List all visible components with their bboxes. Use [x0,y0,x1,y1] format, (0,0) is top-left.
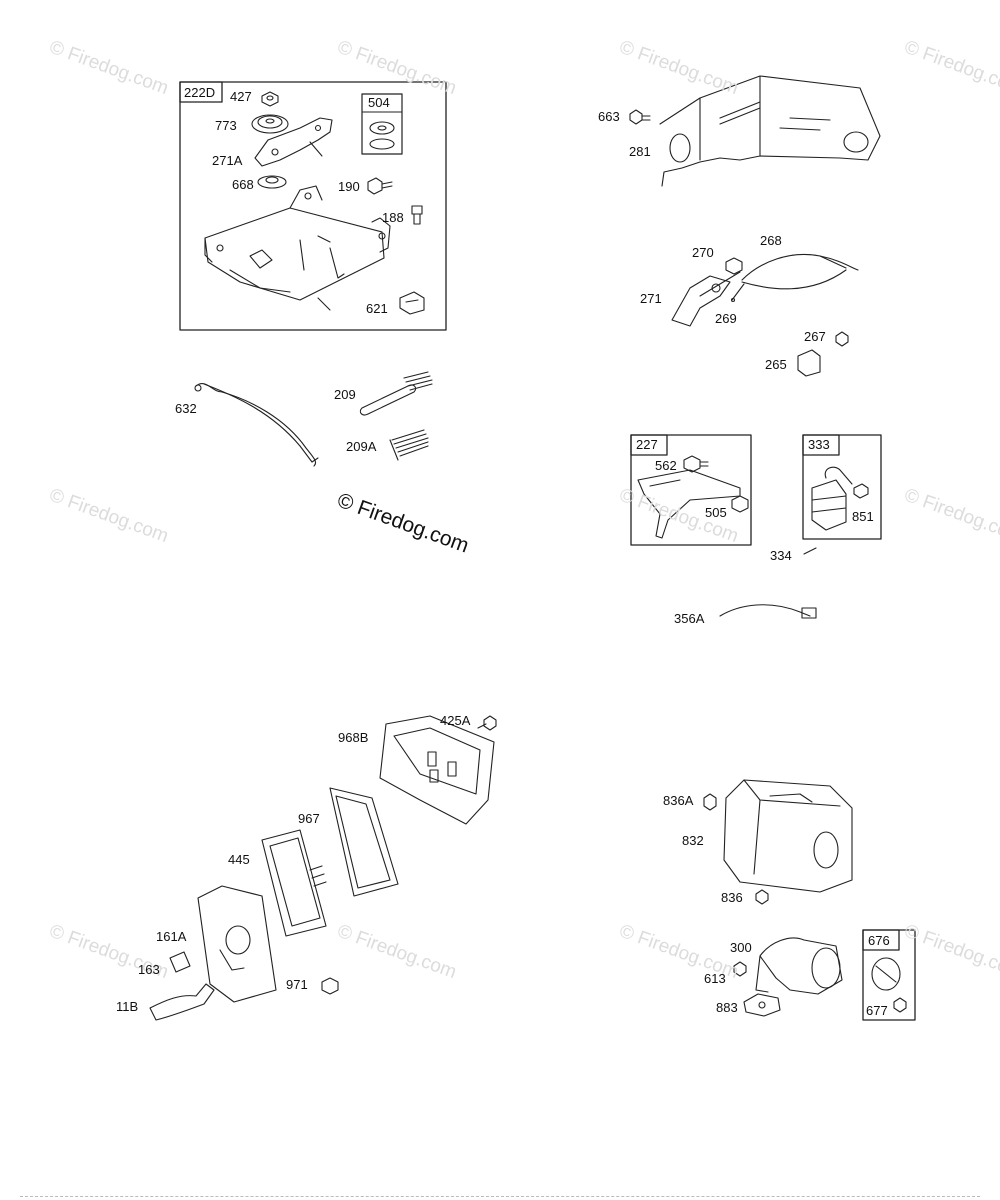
muffler-300 [755,937,843,995]
screw-836 [755,889,769,905]
prefilter-967 [329,787,399,897]
control-bracket [204,185,391,311]
callout-188: 188 [382,210,404,225]
callout-968B: 968B [338,730,369,745]
kit-box-222D [179,81,447,331]
lever-271A [254,117,333,167]
screw-188 [411,205,423,225]
callout-445: 445 [228,852,250,867]
callout-209A: 209A [346,439,377,454]
callout-356A: 356A [674,611,705,626]
bracket-227 [637,469,741,539]
kit-label-676: 676 [868,933,890,948]
callout-265: 265 [765,357,787,372]
wire-334 [803,547,817,555]
callout-832: 832 [682,833,704,848]
screw-971 [321,977,339,995]
screw-836A [703,793,717,811]
gasket-163 [169,951,191,973]
callout-281: 281 [629,144,651,159]
callout-427: 427 [230,89,252,104]
screw-425A [477,715,497,731]
callout-269: 269 [715,311,737,326]
governor-spring-209 [359,371,433,416]
gasket-883 [743,993,781,1017]
page-bottom-edge [20,1196,980,1199]
air-cleaner-cover-968B [379,715,495,825]
callout-163: 163 [138,962,160,977]
callout-11B: 11B [116,999,139,1014]
callout-425A: 425A [440,713,471,728]
lever-271 [671,271,741,327]
screw-613 [733,961,747,977]
washer-668 [257,175,287,189]
screw-663 [629,109,651,125]
kit-box-227 [630,434,752,546]
callout-161A: 161A [156,929,187,944]
fuel-tank-832 [723,779,853,893]
washer-set-504 [369,121,395,150]
callout-267: 267 [804,329,826,344]
callout-836: 836 [721,890,743,905]
kit-box-222D-tab [179,81,223,103]
screw-677 [893,997,907,1013]
callout-271: 271 [640,291,662,306]
screw-562 [683,455,709,473]
callout-836A: 836A [663,793,694,808]
clip-621 [399,291,425,315]
callout-971: 971 [286,977,308,992]
nut-505 [731,495,749,513]
nut-270 [725,257,743,275]
kit-label-222D: 222D [184,85,216,100]
air-cleaner-base [197,885,277,1003]
kit-label-333: 333 [808,437,830,452]
callout-190: 190 [338,179,360,194]
blower-housing-281 [659,75,881,187]
callout-562: 562 [655,458,677,473]
wire-356A [719,604,817,619]
kit-box-333 [802,434,882,540]
governor-spring-209A [389,429,429,461]
governor-link-632 [194,383,319,467]
kit-label-504: 504 [368,95,390,110]
callout-334: 334 [770,548,792,563]
callout-271A: 271A [212,153,243,168]
callout-883: 883 [716,1000,738,1015]
callout-300: 300 [730,940,752,955]
callout-773: 773 [215,118,237,133]
kit-box-333-tab [802,434,840,456]
callout-967: 967 [298,811,320,826]
callout-668: 668 [232,177,254,192]
kit-box-504 [361,93,403,155]
callout-632: 632 [175,401,197,416]
pulley-773 [251,114,289,134]
screw-851 [853,483,869,499]
clip-265 [797,349,821,377]
callout-613: 613 [704,971,726,986]
armature-333 [811,466,853,531]
filter-445 [261,829,327,937]
callout-505: 505 [705,505,727,520]
callout-851: 851 [852,509,874,524]
guard-676 [871,957,901,991]
kit-box-227-tab [630,434,668,456]
callout-621: 621 [366,301,388,316]
cable-268 [741,253,859,290]
kit-box-676-tab [862,929,900,951]
callout-270: 270 [692,245,714,260]
wire-269 [730,283,745,303]
callout-268: 268 [760,233,782,248]
kit-label-227: 227 [636,437,658,452]
screw-190 [367,177,393,195]
callout-209: 209 [334,387,356,402]
callout-677: 677 [866,1003,888,1018]
callout-663: 663 [598,109,620,124]
screw-267 [835,331,849,347]
tube-11B [149,983,215,1021]
nut-427 [261,91,279,107]
